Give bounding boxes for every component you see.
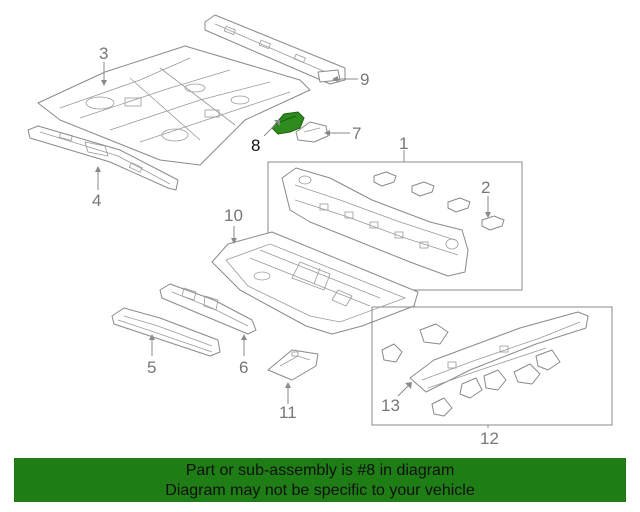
callout-10: 10 [224,206,243,225]
part-3-floor-panel[interactable] [37,45,311,166]
part-12-group-box [371,306,613,426]
notice-banner: Part or sub-assembly is #8 in diagram Di… [14,458,626,502]
leader-lines [95,62,491,428]
callout-1: 1 [399,134,409,153]
part-11-bracket[interactable] [267,349,319,381]
callout-4: 4 [92,191,102,210]
callout-7: 7 [352,124,362,143]
part-8-bracket-highlighted[interactable] [271,111,305,135]
callout-6: 6 [239,358,249,377]
banner-line-1: Part or sub-assembly is #8 in diagram [185,462,455,479]
banner-line-2: Diagram may not be specific to your vehi… [165,482,475,499]
callout-3: 3 [99,44,109,63]
part-6-rail[interactable] [159,283,257,335]
callout-12: 12 [480,429,499,448]
callout-11: 11 [279,403,297,422]
part-4-cross-member[interactable] [27,125,179,191]
part-2-clips[interactable] [373,171,505,231]
part-7-bracket[interactable] [295,121,329,143]
part-12-brackets[interactable] [381,323,561,417]
callout-2: 2 [481,178,491,197]
part-10-rear-floor-pan[interactable] [211,231,419,335]
parts-diagram [27,14,613,428]
callout-8: 8 [251,136,261,155]
part-13-frame-rail[interactable] [409,311,589,393]
part-1-rear-panel[interactable] [281,167,469,277]
part-5-sill[interactable] [111,307,221,357]
callout-9: 9 [360,70,370,89]
callout-13: 13 [381,396,400,415]
callout-5: 5 [147,358,157,377]
